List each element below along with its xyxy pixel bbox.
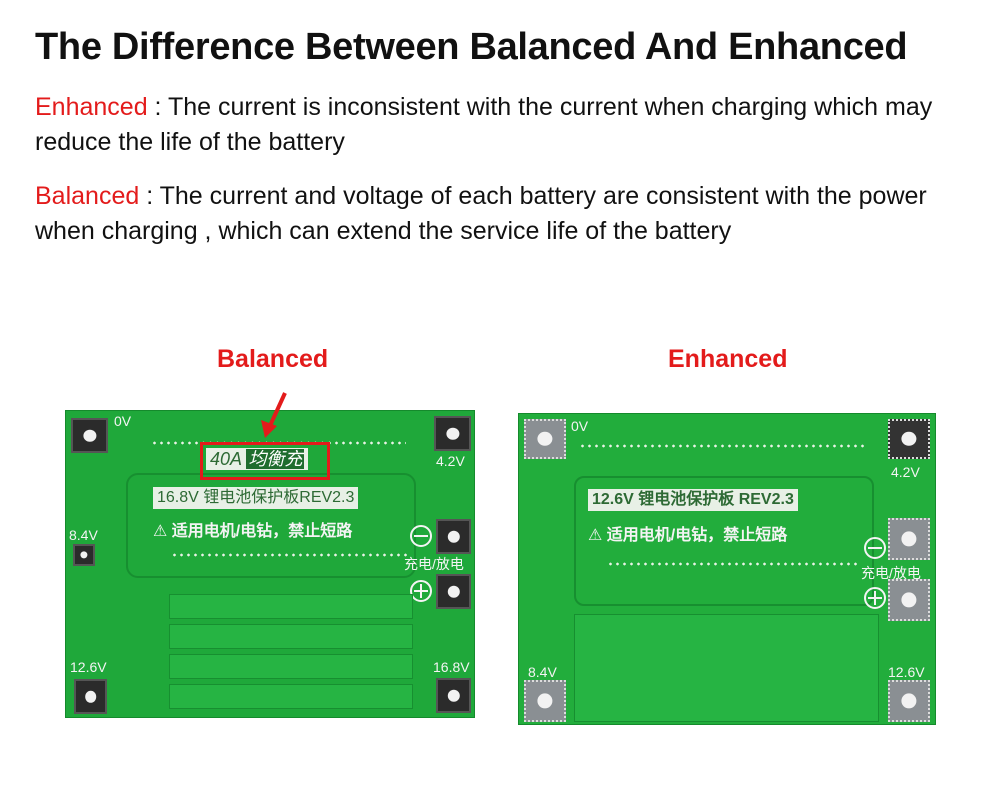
minus-icon xyxy=(864,537,886,559)
pad-label-8-4v: 8.4V xyxy=(69,527,98,543)
via-row xyxy=(579,442,864,450)
pad-16-8v xyxy=(436,678,471,713)
charge-discharge-label: 充电/放电 xyxy=(861,565,921,581)
arrow-icon xyxy=(261,392,287,438)
warning-icon: ⚠ xyxy=(588,527,603,544)
pad-4-2v xyxy=(888,419,930,459)
pad-8-4v xyxy=(524,680,566,722)
plus-icon xyxy=(410,580,432,602)
balanced-caption: Balanced xyxy=(217,345,329,373)
pad-0v xyxy=(71,418,108,453)
current-rating: 40A xyxy=(210,449,242,469)
pad-label-0v: 0V xyxy=(114,413,132,429)
enhanced-pcb-image: 0V 4.2V 12.6V 锂电池保护板 REV2.3 ⚠ 适用电机/电钻，禁止… xyxy=(518,413,936,725)
minus-icon xyxy=(410,525,432,547)
pad-label-4-2v: 4.2V xyxy=(891,464,920,480)
page-title: The Difference Between Balanced And Enha… xyxy=(35,26,908,68)
pad-label-12-6v: 12.6V xyxy=(70,659,107,675)
plus-icon xyxy=(864,587,886,609)
balanced-description: Balanced : The current and voltage of ea… xyxy=(35,179,975,249)
pad-negative xyxy=(888,518,930,560)
pad-4-2v xyxy=(434,416,471,451)
pad-label-0v: 0V xyxy=(571,418,589,434)
pad-label-12-6v: 12.6V xyxy=(888,664,925,680)
warning-icon: ⚠ xyxy=(153,523,168,540)
pad-0v xyxy=(524,419,566,459)
charge-discharge-label: 充电/放电 xyxy=(404,556,464,572)
balanced-rating-label: 40A 均衡充 xyxy=(206,448,309,470)
balanced-text: : The current and voltage of each batter… xyxy=(35,182,927,245)
pad-12-6v xyxy=(74,679,107,714)
pad-8-4v xyxy=(73,544,95,566)
via-row xyxy=(171,551,411,559)
warning-text: ⚠ 适用电机/电钻，禁止短路 xyxy=(588,521,787,545)
copper-area xyxy=(574,614,879,722)
balance-charge-text: 均衡充 xyxy=(246,449,305,469)
board-model-label: 12.6V 锂电池保护板 REV2.3 xyxy=(588,489,798,511)
copper-strip xyxy=(169,624,413,649)
pad-positive xyxy=(436,574,471,609)
enhanced-description: Enhanced : The current is inconsistent w… xyxy=(35,90,975,160)
warning-label: 适用电机/电钻，禁止短路 xyxy=(606,527,788,544)
warning-label: 适用电机/电钻，禁止短路 xyxy=(171,523,353,540)
balanced-term: Balanced xyxy=(35,182,140,210)
pad-label-16-8v: 16.8V xyxy=(433,659,470,675)
board-model-label: 16.8V 锂电池保护板REV2.3 xyxy=(153,487,359,509)
pad-12-6v xyxy=(888,680,930,722)
copper-strip xyxy=(169,654,413,679)
warning-text: ⚠ 适用电机/电钻，禁止短路 xyxy=(153,517,352,541)
highlight-box xyxy=(200,442,330,480)
via-row xyxy=(607,560,857,568)
copper-strip xyxy=(169,594,413,619)
pad-positive xyxy=(888,579,930,621)
enhanced-caption: Enhanced xyxy=(668,345,788,373)
pad-label-8-4v: 8.4V xyxy=(528,664,557,680)
pad-negative xyxy=(436,519,471,554)
copper-strip xyxy=(169,684,413,709)
pad-label-4-2v: 4.2V xyxy=(436,453,465,469)
enhanced-term: Enhanced xyxy=(35,93,148,121)
balanced-pcb-image: 0V 4.2V 8.4V 12.6V 16.8V 40A 均衡充 16.8V 锂… xyxy=(65,410,475,718)
enhanced-text: : The current is inconsistent with the c… xyxy=(35,93,933,156)
